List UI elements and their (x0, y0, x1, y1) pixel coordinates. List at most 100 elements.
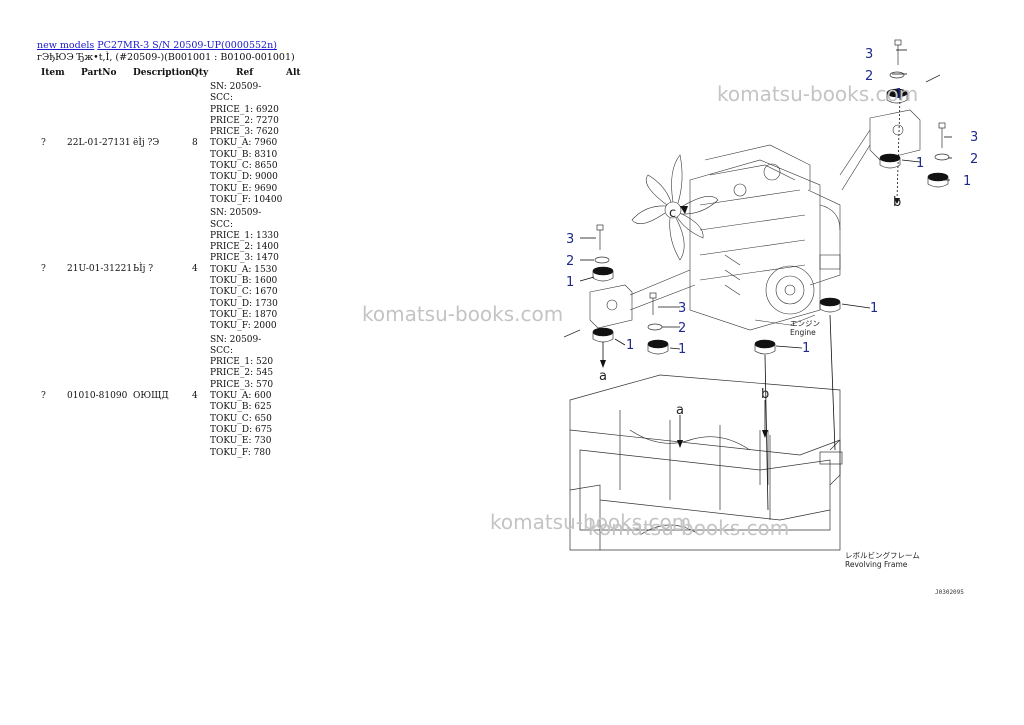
drawing-code: J0302095 (935, 589, 964, 596)
ref-line: PRICE_1: 6920 (210, 104, 279, 115)
ref-line: PRICE_3: 1470 (210, 253, 279, 264)
ref-line: TOKU_D: 675 (210, 424, 273, 435)
watermark-middle: komatsu-books.com (362, 302, 564, 326)
ref-line: TOKU_C: 8650 (210, 161, 278, 172)
callout-3-right: 3 (970, 130, 978, 145)
callout-2-center: 2 (678, 321, 686, 336)
cell-description: ëÌj ?Э (133, 138, 160, 149)
callout-1-left-lower: 1 (626, 338, 634, 353)
ref-line: TOKU_A: 7960 (210, 138, 278, 149)
callout-1-top: 1 (895, 87, 903, 102)
callout-1-right-outer: 1 (963, 174, 971, 189)
callout-2-left: 2 (566, 254, 574, 269)
ref-line: SCC: (210, 93, 233, 104)
callout-2-top: 2 (865, 69, 873, 84)
cell-partno: 21U-01-31221 (67, 264, 133, 275)
cell-partno: 01010-81090 (67, 390, 128, 401)
cell-item: ? (41, 390, 46, 401)
leader-lines (579, 49, 952, 511)
engine-label: Engine (790, 328, 816, 337)
annotation-b-lower: b (761, 387, 769, 402)
frame-label-jp: レボルビングフレーム (845, 550, 920, 560)
ref-line: TOKU_A: 1530 (210, 264, 278, 275)
engine-drawing (689, 144, 841, 331)
ref-line: PRICE_3: 570 (210, 379, 274, 390)
callout-3-center: 3 (678, 301, 686, 316)
cell-item: ? (41, 264, 46, 275)
callout-1-left: 1 (566, 275, 574, 290)
header-description: Description (133, 68, 192, 78)
engine-label-jp: エンジン (790, 319, 820, 328)
bolts-and-washers (563, 39, 950, 338)
ref-line: SN: 20509- (210, 82, 262, 92)
breadcrumb: new models PC27MR-3 S/N 20509-UP(0000552… (37, 40, 277, 52)
ref-line: PRICE_2: 7270 (210, 115, 279, 126)
callout-1-engine-right: 1 (870, 301, 878, 316)
ref-line: TOKU_F: 780 (210, 447, 271, 458)
header-item: Item (41, 68, 65, 78)
cell-description: ОЮЩД (133, 390, 169, 401)
ref-line: TOKU_B: 8310 (210, 149, 278, 160)
ref-line: PRICE_2: 545 (210, 368, 274, 379)
ref-line: SN: 20509- (210, 334, 262, 345)
cell-alt (280, 80, 307, 206)
cell-item: ? (41, 138, 46, 149)
ref-line: PRICE_3: 7620 (210, 127, 279, 138)
cell-qty: 4 (192, 390, 198, 401)
ref-line: TOKU_B: 625 (210, 402, 272, 413)
callout-3-left: 3 (566, 232, 574, 247)
ref-line: TOKU_D: 9000 (210, 172, 278, 183)
cell-qty: 8 (192, 138, 198, 149)
frame-label: Revolving Frame (845, 560, 908, 569)
ref-line: PRICE_1: 1330 (210, 230, 279, 241)
callout-1-center: 1 (678, 342, 686, 357)
header-qty: Qty (191, 68, 209, 78)
mount-bracket-right (839, 109, 921, 191)
annotation-a-upper: a (599, 369, 607, 384)
annotation-a-lower: a (676, 403, 684, 418)
callout-3-top: 3 (865, 47, 873, 62)
fan-icon (631, 154, 719, 261)
callout-1-right-inner: 1 (916, 156, 924, 171)
rubber-cushions (592, 88, 949, 349)
ref-line: PRICE_1: 520 (210, 357, 274, 368)
ref-line: SCC: (210, 219, 233, 230)
ref-line: TOKU_B: 1600 (210, 276, 278, 287)
cell-alt (280, 206, 307, 332)
header-partno: PartNo (81, 68, 117, 78)
callout-2-right: 2 (970, 152, 978, 167)
ref-line: TOKU_C: 1670 (210, 287, 278, 298)
breadcrumb-link-model[interactable]: PC27MR-3 S/N 20509-UP(0000552n) (97, 40, 277, 51)
cell-alt (280, 333, 307, 459)
arrow-heads (600, 198, 900, 448)
table-header-row: Item PartNo Description Qty Ref Alt (37, 66, 307, 80)
ref-line: SN: 20509- (210, 208, 262, 219)
cell-partno: 22L-01-27131 (67, 138, 131, 149)
callout-1-engine-front: 1 (802, 341, 810, 356)
page-subtitle: гЭђЮЭ Ђж•t,Ì, (#20509-)(B001001 : B0100-… (37, 52, 295, 63)
ref-line: TOKU_A: 600 (210, 391, 272, 402)
cell-description: ЬÌj ? (133, 264, 154, 275)
cushion-bodies (592, 93, 949, 355)
header-alt: Alt (286, 68, 301, 78)
ref-line: TOKU_E: 730 (210, 436, 272, 447)
parts-table: Item PartNo Description Qty Ref Alt ? 22L… (37, 66, 307, 459)
ref-line: TOKU_E: 1870 (210, 309, 278, 320)
breadcrumb-link-new-models[interactable]: new models (37, 40, 95, 51)
revolving-frame-drawing (569, 374, 843, 551)
cell-qty: 4 (192, 264, 198, 275)
annotation-b-upper: b (893, 195, 901, 210)
ref-line: TOKU_C: 650 (210, 413, 272, 424)
table-row: ? 01010-81090 ОЮЩД 4 SN: 20509-SCC:PRICE_1: … (37, 333, 307, 459)
ref-line: PRICE_2: 1400 (210, 242, 279, 253)
ref-line: TOKU_E: 9690 (210, 183, 278, 194)
parts-diagram: 3 2 1 3 2 1 1 3 2 1 3 2 1 1 1 1 c b a b … (540, 30, 1010, 610)
annotation-c: c (669, 206, 676, 221)
ref-line: SCC: (210, 345, 233, 356)
ref-line: TOKU_D: 1730 (210, 298, 278, 309)
